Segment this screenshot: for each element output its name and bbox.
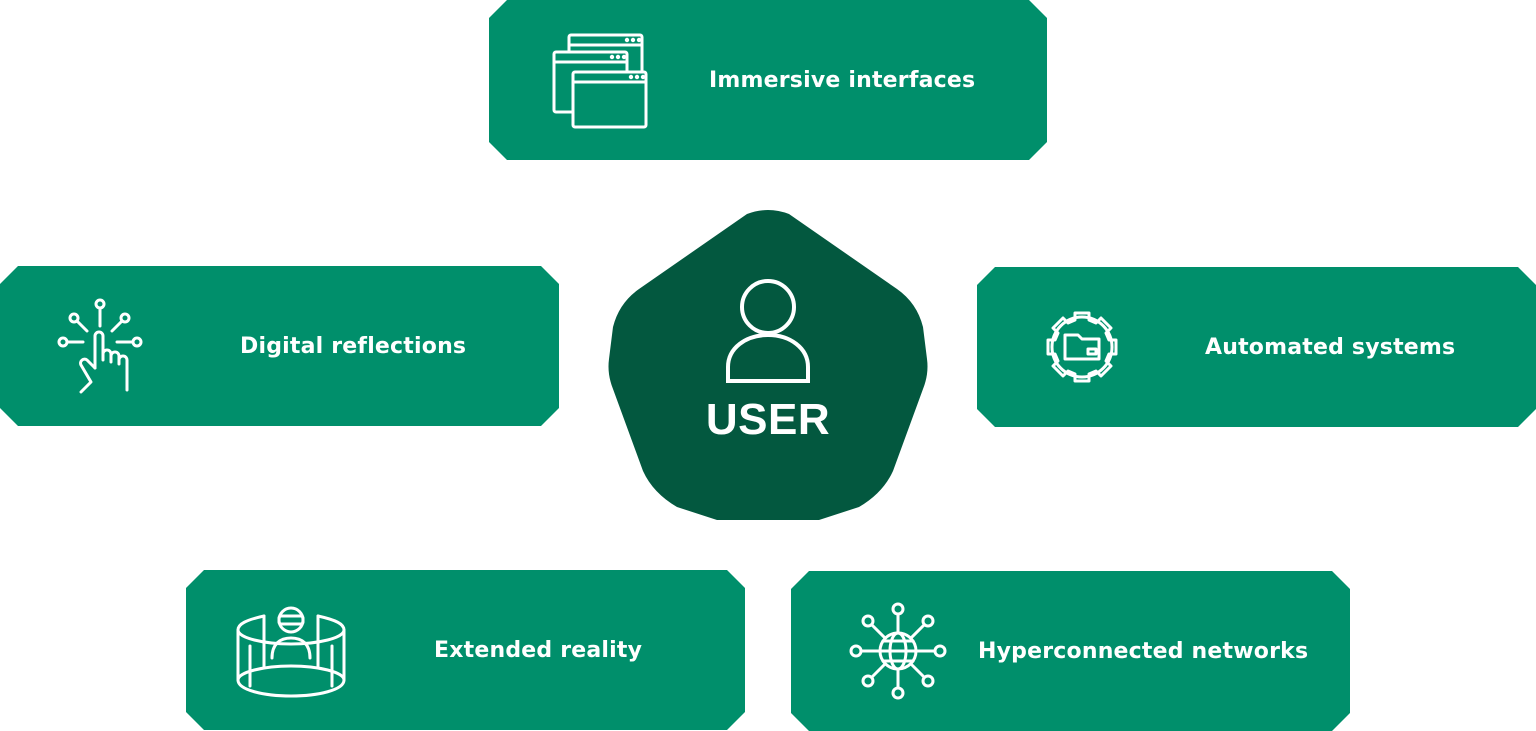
card-label: Immersive interfaces <box>709 67 976 93</box>
card-digital-reflections: Digital reflections <box>0 266 559 426</box>
center-heptagon <box>608 210 928 520</box>
card-label: Digital reflections <box>240 333 467 359</box>
card-automated-systems: Automated systems <box>977 267 1536 427</box>
user-icon <box>726 279 810 383</box>
browser-windows-icon <box>549 30 649 130</box>
card-label: Automated systems <box>1205 334 1456 360</box>
card-label: Extended reality <box>434 637 643 663</box>
touch-hand-icon <box>55 296 150 396</box>
card-immersive-interfaces: Immersive interfaces <box>489 0 1047 160</box>
center-label: USER <box>705 395 831 444</box>
card-extended-reality: Extended reality <box>186 570 745 730</box>
globe-network-icon <box>848 601 948 701</box>
vr-user-icon <box>234 602 349 702</box>
gear-folder-icon <box>1032 297 1132 397</box>
card-hyperconnected-networks: Hyperconnected networks <box>791 571 1350 731</box>
user-center-shape <box>608 210 928 520</box>
card-label: Hyperconnected networks <box>978 638 1309 664</box>
